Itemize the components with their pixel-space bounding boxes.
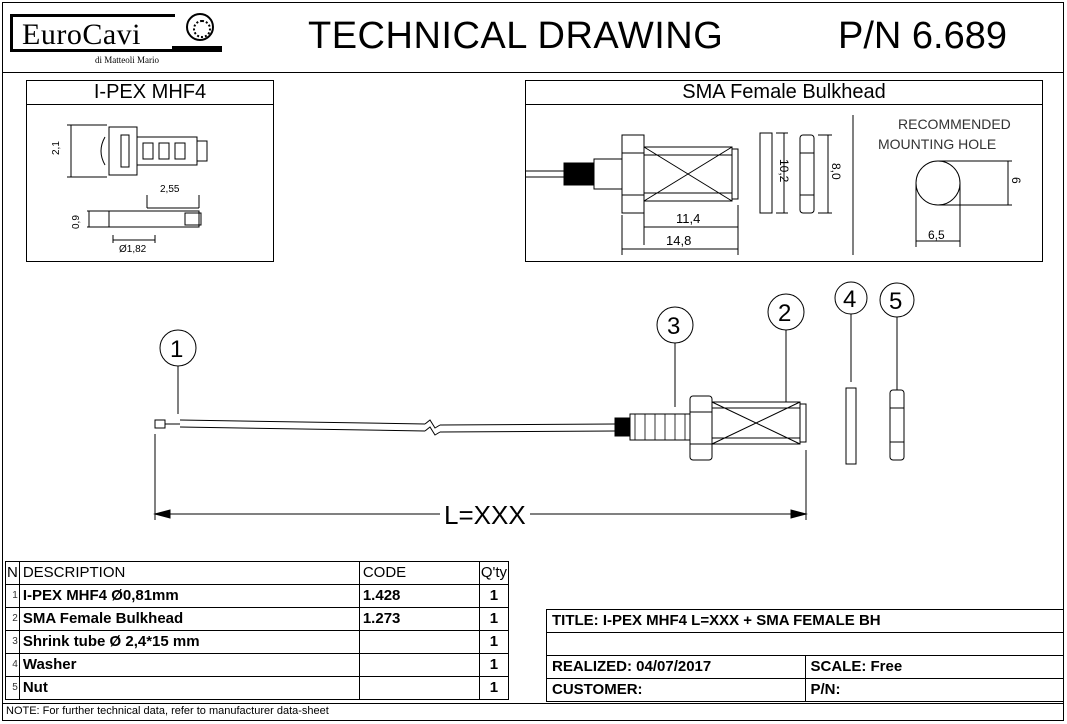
balloon-4-label: 4 bbox=[843, 286, 856, 313]
bom-row-description: Washer bbox=[18, 653, 360, 677]
note-divider bbox=[2, 703, 1064, 704]
bom-row-description: SMA Female Bulkhead bbox=[18, 607, 360, 631]
bom-row-code bbox=[358, 630, 480, 654]
bom-header-n: N bbox=[5, 561, 20, 585]
dim-profile: 0,9 bbox=[71, 215, 82, 229]
bom-row-qty: 1 bbox=[478, 584, 510, 608]
logo-base bbox=[172, 46, 222, 52]
dim-nut: 8,0 bbox=[829, 163, 843, 180]
logo-cable-icon bbox=[186, 13, 214, 41]
ipex-panel-title: I-PEX MHF4 bbox=[27, 81, 273, 105]
bom-row-qty: 1 bbox=[478, 653, 510, 677]
washer bbox=[845, 387, 857, 465]
sma-connector-drawing: RECOMMENDED MOUNTING HOLE 11,4 14,8 10,2… bbox=[526, 115, 1023, 255]
title-block: TITLE: I-PEX MHF4 L=XXX + SMA FEMALE BH … bbox=[546, 609, 1064, 702]
ipex-detail-panel: I-PEX MHF4 2,1 bbox=[26, 80, 274, 262]
bom-row-qty: 1 bbox=[478, 607, 510, 631]
dim-length: 2,55 bbox=[160, 184, 180, 195]
document-title: TECHNICAL DRAWING bbox=[308, 15, 724, 57]
bom-row-n: 3 bbox=[5, 630, 20, 654]
logo-subtext: di Matteoli Mario bbox=[95, 55, 159, 65]
bom-row-n: 1 bbox=[5, 584, 20, 608]
bom-header-qty: Q'ty bbox=[478, 561, 510, 585]
nut bbox=[889, 389, 905, 461]
title-block-realized: REALIZED: 04/07/2017 bbox=[546, 655, 806, 679]
bom-row: 1 I-PEX MHF4 Ø0,81mm 1.428 1 bbox=[5, 584, 510, 608]
hole-label-2: MOUNTING HOLE bbox=[878, 136, 996, 152]
sma-panel-title: SMA Female Bulkhead bbox=[526, 81, 1042, 105]
dim-height: 2,1 bbox=[51, 141, 62, 155]
bom-row-description: I-PEX MHF4 Ø0,81mm bbox=[18, 584, 360, 608]
sma-detail-panel: SMA Female Bulkhead bbox=[525, 80, 1043, 262]
dim-total-length: 14,8 bbox=[666, 233, 691, 248]
bom-row-n: 5 bbox=[5, 676, 20, 700]
dim-hole-width: 6,5 bbox=[928, 228, 945, 242]
bom-row-qty: 1 bbox=[478, 630, 510, 654]
bom-header-description: DESCRIPTION bbox=[18, 561, 360, 585]
part-number: P/N 6.689 bbox=[838, 15, 1007, 57]
hole-label-1: RECOMMENDED bbox=[898, 116, 1011, 132]
cable-assembly-drawing: 1 2 3 4 5 L=XXX bbox=[153, 281, 915, 530]
balloon-1-label: 1 bbox=[170, 336, 183, 363]
logo-border bbox=[10, 14, 175, 52]
bom-row-code: 1.273 bbox=[358, 607, 480, 631]
dim-washer: 10,2 bbox=[777, 159, 791, 183]
bom-row-qty: 1 bbox=[478, 676, 510, 700]
footnote: NOTE: For further technical data, refer … bbox=[6, 705, 329, 717]
bom-row-n: 4 bbox=[5, 653, 20, 677]
bill-of-materials: N DESCRIPTION CODE Q'ty 1 I-PEX MHF4 Ø0,… bbox=[5, 561, 510, 700]
dim-diameter: Ø1,82 bbox=[119, 244, 147, 255]
bom-row: 3 Shrink tube Ø 2,4*15 mm 1 bbox=[5, 630, 510, 654]
title-block-customer: CUSTOMER: bbox=[546, 678, 806, 702]
ipex-connector-drawing: 2,1 2,55 0,9 Ø1,82 bbox=[51, 124, 208, 255]
title-block-blank bbox=[546, 632, 1064, 656]
bom-header-row: N DESCRIPTION CODE Q'ty bbox=[5, 561, 510, 585]
dim-body-length: 11,4 bbox=[676, 211, 700, 226]
logo-text: EuroCavi bbox=[22, 18, 141, 51]
balloon-5-label: 5 bbox=[889, 288, 902, 315]
ipex-connector bbox=[154, 419, 166, 429]
bom-row: 2 SMA Female Bulkhead 1.273 1 bbox=[5, 607, 510, 631]
header-divider bbox=[2, 72, 1064, 73]
eurocavi-logo: EuroCavi di Matteoli Mario bbox=[10, 10, 222, 65]
title-block-title: TITLE: I-PEX MHF4 L=XXX + SMA FEMALE BH bbox=[546, 609, 1064, 633]
bom-row-code bbox=[358, 653, 480, 677]
bom-row-description: Shrink tube Ø 2,4*15 mm bbox=[18, 630, 360, 654]
title-block-scale: SCALE: Free bbox=[804, 655, 1064, 679]
balloon-2-label: 2 bbox=[778, 300, 791, 327]
dim-hole-height: 6 bbox=[1009, 177, 1023, 184]
bom-row-n: 2 bbox=[5, 607, 20, 631]
bom-row-description: Nut bbox=[18, 676, 360, 700]
bom-header-code: CODE bbox=[358, 561, 480, 585]
balloon-3-label: 3 bbox=[667, 313, 680, 340]
bom-row: 5 Nut 1 bbox=[5, 676, 510, 700]
length-label: L=XXX bbox=[444, 500, 526, 530]
title-block-pn: P/N: bbox=[804, 678, 1064, 702]
bom-row: 4 Washer 1 bbox=[5, 653, 510, 677]
bom-row-code bbox=[358, 676, 480, 700]
bom-row-code: 1.428 bbox=[358, 584, 480, 608]
